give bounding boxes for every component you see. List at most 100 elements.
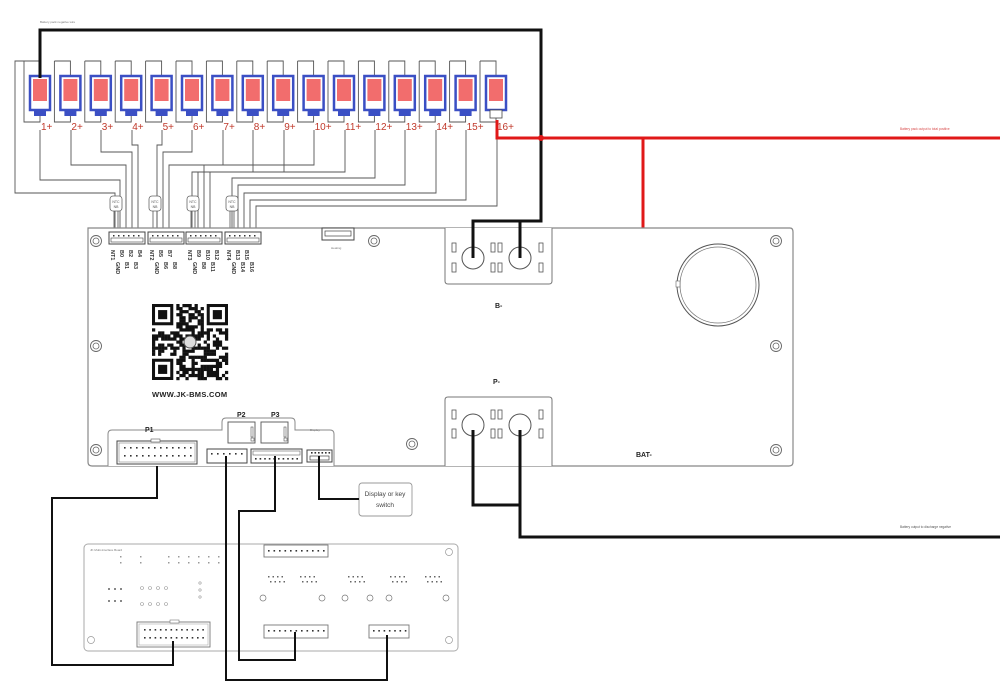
cell-charge bbox=[367, 79, 382, 101]
cell-bottom-link bbox=[418, 61, 436, 123]
sub-hole bbox=[156, 586, 160, 590]
qr-module bbox=[179, 322, 183, 326]
battery-cell: 16+ bbox=[484, 74, 514, 133]
qr-module bbox=[155, 337, 159, 341]
qr-finder-center bbox=[158, 310, 168, 320]
cell-bottom-link bbox=[53, 61, 71, 123]
header-pin bbox=[124, 455, 126, 457]
qr-module bbox=[200, 355, 204, 359]
mounting-hole-inner bbox=[92, 446, 100, 454]
qr-module bbox=[176, 358, 180, 362]
cell-terminal bbox=[338, 110, 350, 116]
qr-module bbox=[167, 337, 171, 341]
qr-module bbox=[152, 346, 156, 350]
qr-module bbox=[188, 328, 192, 332]
mounting-hole-inner bbox=[92, 237, 100, 245]
header-pin bbox=[312, 550, 314, 552]
ntc-label: NTC bbox=[112, 200, 120, 204]
header-pin bbox=[278, 458, 280, 460]
qr-module bbox=[197, 373, 201, 378]
sense-wire bbox=[197, 130, 285, 232]
header-pin bbox=[181, 629, 183, 631]
qr-module bbox=[218, 343, 223, 347]
header-pin bbox=[328, 452, 331, 454]
sub-hole bbox=[156, 602, 160, 606]
connector-pin bbox=[254, 235, 256, 237]
connector-pin bbox=[195, 235, 197, 237]
qr-module bbox=[179, 313, 183, 317]
header-pin bbox=[241, 453, 243, 455]
qr-module bbox=[194, 337, 198, 341]
cell-terminal bbox=[125, 110, 138, 116]
header-pin bbox=[160, 447, 162, 449]
cell-charge bbox=[397, 79, 412, 101]
pin-label: B15 bbox=[243, 250, 249, 260]
qr-module bbox=[182, 322, 186, 326]
connector-pin bbox=[162, 235, 164, 237]
sub-pad bbox=[436, 581, 438, 583]
qr-module bbox=[188, 325, 192, 329]
cell-top-link bbox=[297, 60, 315, 76]
header-pin bbox=[166, 447, 168, 449]
ntc-label: NB bbox=[114, 205, 120, 209]
qr-module bbox=[176, 322, 180, 326]
cell-top-link bbox=[480, 60, 497, 76]
qr-module bbox=[152, 352, 156, 356]
qr-module bbox=[218, 364, 223, 369]
qr-finder-center bbox=[158, 364, 168, 374]
sense-wire bbox=[243, 130, 437, 232]
header-pin bbox=[175, 637, 178, 639]
pin-label: B9 bbox=[195, 250, 201, 257]
qr-module bbox=[191, 325, 195, 329]
header-pin bbox=[148, 455, 150, 457]
qr-module bbox=[179, 316, 183, 320]
sub-pad bbox=[429, 576, 431, 578]
qr-module bbox=[185, 322, 189, 326]
battery-cell: 10+ bbox=[302, 74, 332, 133]
pin-label: B12 bbox=[213, 250, 219, 260]
qr-module bbox=[224, 346, 229, 350]
sub-screw bbox=[442, 594, 450, 602]
qr-module bbox=[212, 349, 217, 353]
cell-bottom-link bbox=[145, 61, 163, 123]
cell-label: 5+ bbox=[163, 122, 175, 133]
battery-cell: 1+ bbox=[28, 74, 53, 133]
sense-wire bbox=[100, 130, 133, 232]
header-pin bbox=[259, 458, 262, 460]
qr-module bbox=[188, 319, 192, 323]
cell-bottom-link bbox=[205, 61, 223, 123]
wire-junction bbox=[538, 135, 544, 141]
header-pin bbox=[268, 458, 271, 460]
qr-module bbox=[203, 352, 207, 356]
qr-module bbox=[161, 346, 165, 350]
sense-wire bbox=[70, 130, 127, 232]
p1-label: P1 bbox=[145, 427, 154, 434]
sense-wire bbox=[203, 130, 315, 232]
sub-via bbox=[188, 556, 190, 558]
qr-module bbox=[215, 373, 220, 378]
sub-via bbox=[178, 562, 180, 564]
sub-pad bbox=[361, 576, 363, 578]
sense-wire bbox=[162, 130, 193, 232]
qr-module bbox=[179, 361, 183, 365]
display-cable bbox=[318, 456, 359, 500]
p3-cable bbox=[238, 456, 296, 661]
sub-pad bbox=[309, 576, 311, 578]
ntc-label: NB bbox=[153, 205, 159, 209]
pin-label: GND bbox=[191, 262, 197, 274]
qr-module bbox=[164, 346, 168, 350]
qr-module bbox=[200, 358, 204, 362]
pin-label: B8 bbox=[200, 262, 206, 269]
qr-module bbox=[206, 343, 210, 347]
sub-pad bbox=[304, 576, 306, 578]
pin-label: B11 bbox=[209, 262, 215, 272]
header-pin bbox=[191, 629, 194, 631]
sub-pad bbox=[359, 581, 361, 583]
connector-pin bbox=[244, 235, 246, 237]
qr-module bbox=[194, 346, 198, 350]
qr-module bbox=[197, 343, 201, 347]
cell-terminal bbox=[459, 110, 472, 116]
cell-terminal bbox=[34, 110, 46, 116]
qr-module bbox=[194, 304, 198, 308]
